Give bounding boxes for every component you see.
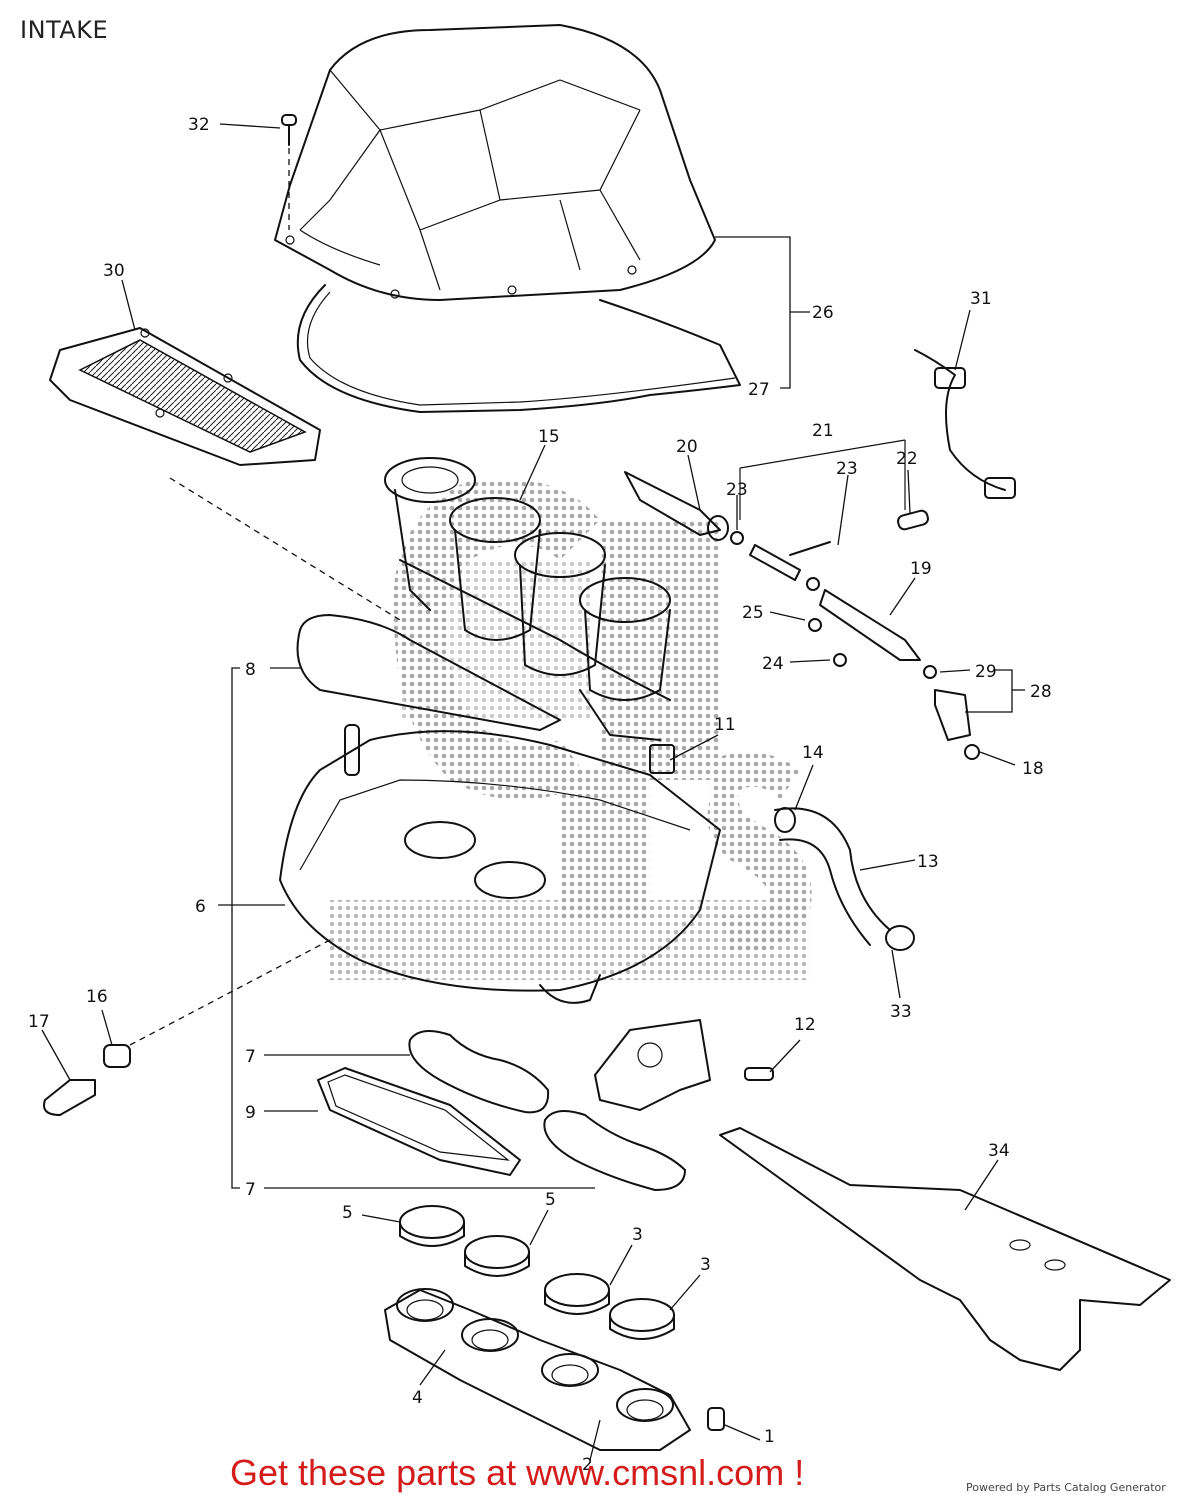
diagram-title: INTAKE [20,16,109,44]
callout-22: 22 [896,449,918,469]
callout-26: 26 [812,303,834,323]
sensor-11 [649,744,675,774]
callout-27: 27 [748,380,770,400]
airbox-gasket [296,284,741,413]
callout-15: 15 [538,427,560,447]
gasket-7b [543,1110,686,1191]
throttle-body-assembly [384,457,671,741]
callout-21: 21 [812,421,834,441]
callout-33: 33 [890,1002,912,1022]
callout-7b: 7 [245,1180,256,1200]
callout-32: 32 [188,115,210,135]
callout-1: 1 [764,1427,775,1447]
callout-19: 19 [910,559,932,579]
callout-5a: 5 [342,1203,353,1223]
gasket-9 [317,1067,521,1176]
callout-3b: 3 [700,1255,711,1275]
promo-link[interactable]: Get these parts at www.cmsnl.com ! [230,1452,805,1493]
callout-5b: 5 [545,1190,556,1210]
callout-6: 6 [195,897,206,917]
callout-9: 9 [245,1103,256,1123]
callout-30: 30 [103,261,125,281]
callout-12: 12 [794,1015,816,1035]
callout-29: 29 [975,662,997,682]
breather-hose [774,807,915,951]
callout-31: 31 [970,289,992,309]
callout-8: 8 [245,660,256,680]
callout-18: 18 [1022,759,1044,779]
callouts: 32 30 26 27 31 15 20 21 23 23 22 19 25 2… [28,115,1052,1475]
callout-16: 16 [86,987,108,1007]
callout-28: 28 [1030,682,1052,702]
gasket-7a [408,1030,550,1114]
hose-31 [914,349,1006,491]
actuator [594,1019,774,1111]
callout-7a: 7 [245,1047,256,1067]
callout-17: 17 [28,1012,50,1032]
callout-23a: 23 [726,480,748,500]
powered-by-text: Powered by Parts Catalog Generator [966,1481,1166,1494]
callout-14: 14 [802,743,824,763]
grommet-bracket [43,1044,131,1116]
callout-2: 2 [582,1455,593,1475]
heat-shield [719,1127,1171,1371]
injector [923,665,980,760]
watermark [330,478,812,980]
airbox-lower [279,724,721,1004]
callout-34: 34 [988,1141,1010,1161]
callout-20: 20 [676,437,698,457]
callout-3a: 3 [632,1225,643,1245]
callout-25: 25 [742,603,764,623]
air-filter [49,327,321,466]
callout-4: 4 [412,1388,423,1408]
callout-23b: 23 [836,459,858,479]
screw-32 [281,114,297,230]
intake-boots [384,1288,725,1451]
fuel-rail-parts [624,439,929,661]
callout-24: 24 [762,654,784,674]
airbox-cover [274,24,716,301]
callout-13: 13 [917,852,939,872]
callout-11: 11 [714,715,736,735]
leader-lines [41,123,1025,1461]
